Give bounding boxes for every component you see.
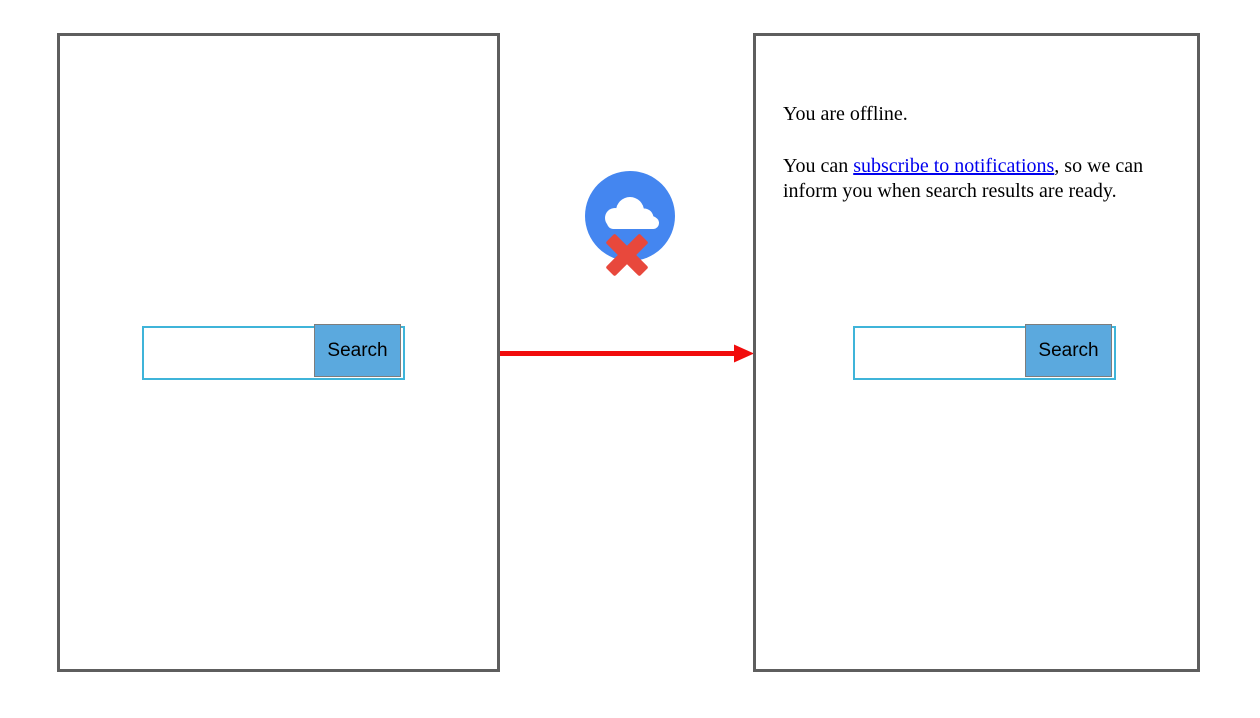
right-panel: You are offline. You can subscribe to no…: [753, 33, 1200, 672]
notification-hint-text: You can subscribe to notifications, so w…: [783, 154, 1185, 204]
right-arrow-icon: [500, 344, 754, 363]
search-widget: Search: [853, 324, 1116, 380]
cloud-with-x-offline-icon: [585, 171, 675, 276]
offline-message-block: You are offline. You can subscribe to no…: [783, 102, 1185, 204]
search-widget: Search: [142, 324, 405, 380]
search-button[interactable]: Search: [314, 324, 401, 377]
notify-text-after: , so we can inform you when search resul…: [783, 155, 1144, 202]
cloud-glyph: [605, 197, 659, 229]
search-button[interactable]: Search: [1025, 324, 1112, 377]
offline-status-text: You are offline.: [783, 103, 908, 125]
notify-text-before: You can: [783, 155, 854, 177]
left-panel: Search: [57, 33, 500, 672]
x-mark: [606, 234, 648, 276]
subscribe-notifications-link[interactable]: subscribe to notifications: [853, 155, 1055, 177]
